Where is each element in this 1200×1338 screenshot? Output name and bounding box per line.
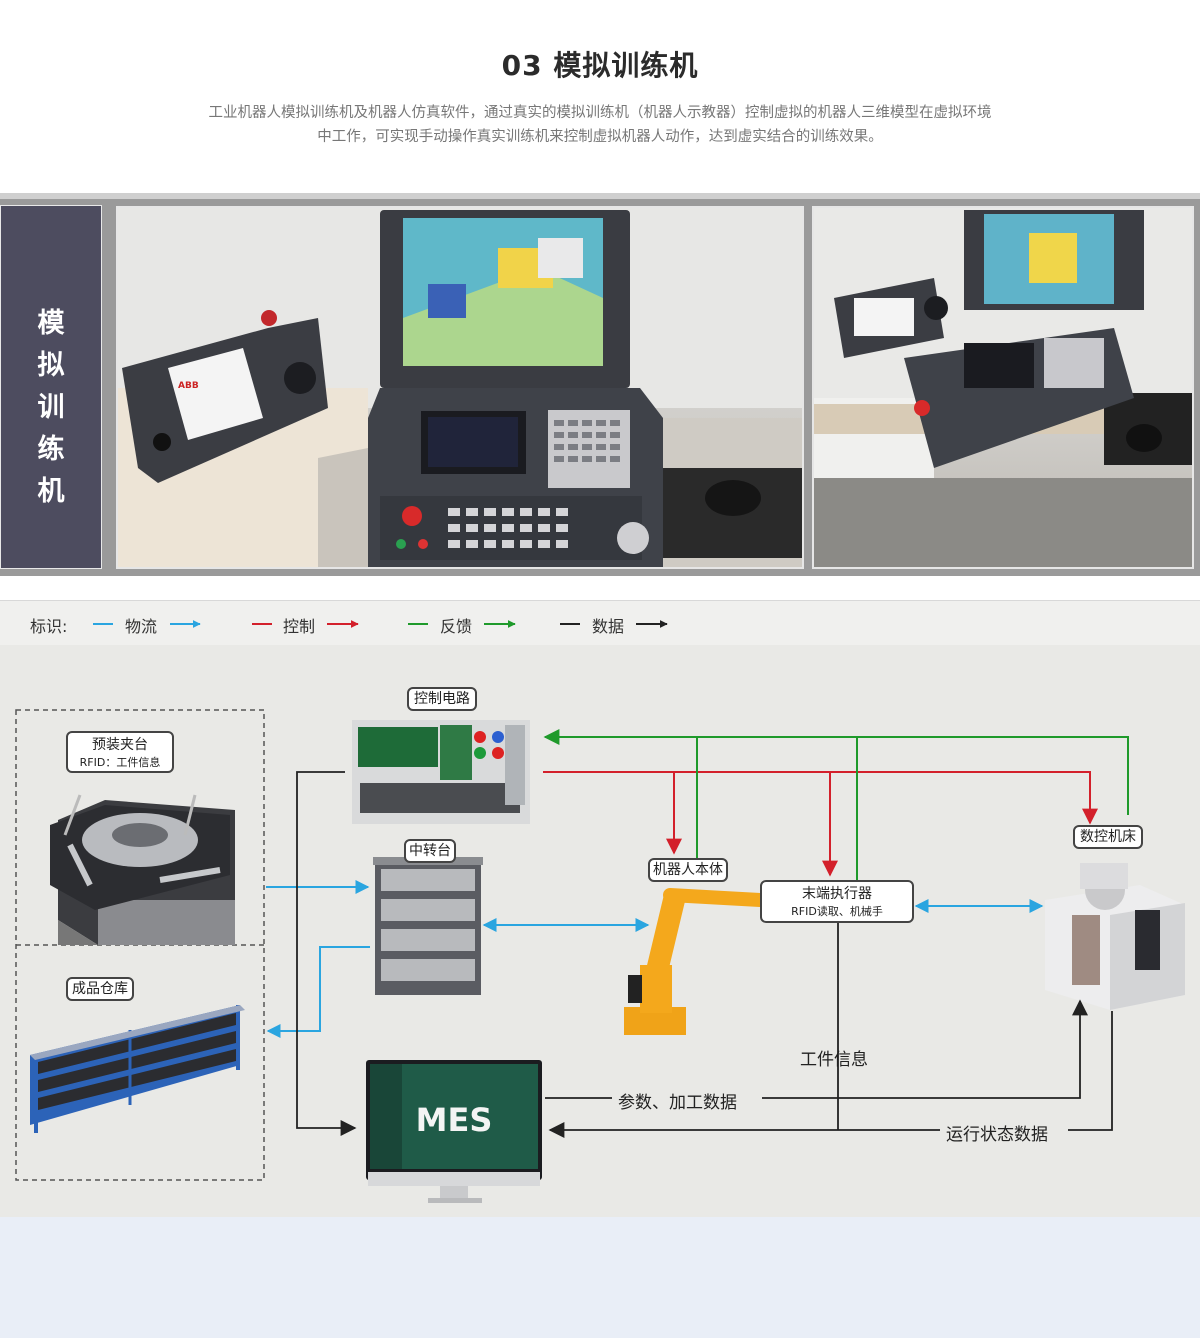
preload-fixture-title: 预装夹台 <box>92 737 148 753</box>
mes-monitor-image <box>366 1060 542 1203</box>
edge-label-params: 参数、加工数据 <box>618 1093 737 1113</box>
legend-label-data: 数据 <box>592 617 625 636</box>
cnc-machine-image <box>1045 863 1185 1010</box>
control-circuit-image <box>352 720 530 824</box>
preload-fixture-subtitle: RFID：工件信息 <box>79 756 161 769</box>
system-diagram: MES 预装夹台 RFID：工件信息 成品仓库 控制电路 中转台 机器人本体 末… <box>0 645 1200 1217</box>
side-panel-char: 练 <box>37 434 65 465</box>
photo-2-drawing <box>814 208 1192 567</box>
description-line-1: 工业机器人模拟训练机及机器人仿真软件，通过真实的模拟训练机（机器人示教器）控制虚… <box>208 105 992 121</box>
robot-body-label: 机器人本体 <box>648 858 728 882</box>
photo-training-machine-front: ABB <box>116 206 804 569</box>
end-effector-label: 末端执行器 RFID读取、机械手 <box>760 880 914 923</box>
diagram-canvas: MES <box>15 709 1185 1203</box>
robot-body-image <box>624 888 767 1035</box>
legend-lines <box>93 620 668 628</box>
legend-label-feedback: 反馈 <box>440 617 473 636</box>
page-description: 工业机器人模拟训练机及机器人仿真软件，通过真实的模拟训练机（机器人示教器）控制虚… <box>150 101 1050 149</box>
warehouse-label: 成品仓库 <box>66 977 134 1001</box>
arrow-control-to-mes <box>296 771 357 1136</box>
legend-label-control: 控制 <box>283 617 316 636</box>
end-effector-subtitle: RFID读取、机械手 <box>791 905 883 918</box>
side-panel-char: 机 <box>37 476 65 507</box>
description-line-2: 中工作，可实现手动操作真实训练机来控制虚拟机器人动作，达到虚实结合的训练效果。 <box>317 129 883 145</box>
photo-band-top-strip <box>0 193 1200 199</box>
edge-label-workpiece-info: 工件信息 <box>800 1050 868 1070</box>
side-panel-char: 训 <box>37 392 65 423</box>
legend-label-logistics: 物流 <box>125 617 158 636</box>
page-title: 03 模拟训练机 <box>501 49 699 82</box>
legend-prefix: 标识: <box>30 617 68 636</box>
side-panel: 模 拟 训 练 机 <box>0 205 102 569</box>
preload-fixture-label: 预装夹台 RFID：工件信息 <box>66 731 174 773</box>
cnc-machine-label: 数控机床 <box>1073 825 1143 849</box>
arrow-cnc-feedback <box>543 729 1129 815</box>
pendant-brand: ABB <box>178 381 199 391</box>
end-effector-title: 末端执行器 <box>802 886 872 902</box>
side-panel-char: 模 <box>37 308 65 339</box>
mes-label: MES <box>416 1101 493 1139</box>
photo-training-machine-side <box>812 206 1194 569</box>
arrow-transfer-to-warehouse <box>266 946 370 1038</box>
photo-1-drawing: ABB <box>118 208 802 567</box>
edge-label-status: 运行状态数据 <box>946 1125 1048 1145</box>
transfer-station-image <box>373 857 483 995</box>
arrow-cnc-to-mes <box>548 1011 1113 1138</box>
transfer-station-label: 中转台 <box>404 839 456 863</box>
side-panel-char: 拟 <box>37 350 65 381</box>
footer-area <box>0 1217 1200 1338</box>
control-circuit-label: 控制电路 <box>407 687 477 711</box>
warehouse-image <box>30 1005 245 1133</box>
legend: 标识: 物流 控制 反馈 数据 <box>0 600 1200 646</box>
preload-fixture-image <box>50 794 235 945</box>
arrow-control-to-cnc <box>543 771 1098 825</box>
